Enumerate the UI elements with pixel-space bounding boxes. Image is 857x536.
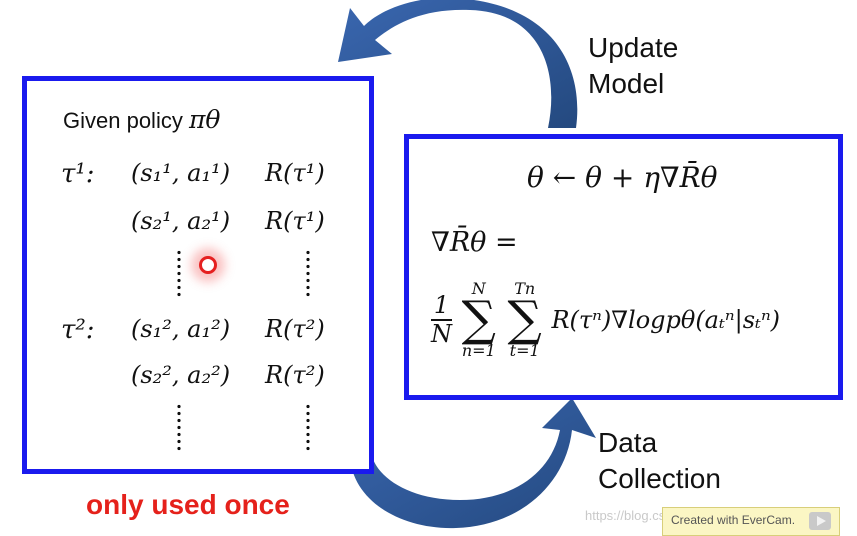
fraction: 1 N: [431, 292, 452, 347]
data-collection-label: Data Collection: [598, 425, 721, 498]
trajectory-1-label: τ¹:: [61, 159, 95, 189]
update-label-line1: Update: [588, 32, 679, 63]
inner-sum-top: Tn: [514, 279, 536, 298]
outer-sum-top: N: [471, 279, 486, 298]
evercam-badge-text: Created with EverCam.: [671, 513, 796, 527]
update-rule: θ ← θ + η∇R̄θ: [527, 161, 718, 194]
vertical-ellipsis: [306, 403, 310, 453]
state-action-pair: (s₁¹, a₁¹): [131, 159, 231, 187]
only-used-once-warning: only used once: [86, 489, 290, 520]
gradient-lhs: ∇R̄θ =: [431, 227, 518, 258]
inner-sum-sigma: ∑: [507, 291, 542, 347]
outer-sum-bottom: n=1: [461, 340, 496, 360]
update-label-line2: Model: [588, 68, 665, 100]
data-collection-arrow: [350, 398, 596, 529]
given-policy-text: Given policy: [63, 108, 189, 133]
policy-symbol: πθ: [188, 105, 221, 134]
inner-sum: Tn ∑ t=1: [508, 281, 542, 359]
model-update-box: θ ← θ + η∇R̄θ ∇R̄θ = 1 N N ∑ n=1 Tn ∑ t=…: [404, 134, 843, 400]
outer-sum-sigma: ∑: [461, 291, 496, 347]
vertical-ellipsis: [177, 403, 181, 453]
given-policy-heading: Given policy πθ: [63, 105, 220, 134]
trajectory-reward: R(τ²): [265, 361, 325, 389]
trajectory-reward: R(τ¹): [265, 159, 325, 187]
trajectory-2-label: τ²:: [61, 315, 95, 345]
summand: R(τⁿ)∇logpθ(aₜⁿ|sₜⁿ): [551, 305, 781, 334]
outer-sum: N ∑ n=1: [462, 281, 496, 359]
trajectory-reward: R(τ¹): [265, 207, 325, 235]
data-label-line1: Data: [598, 427, 658, 458]
inner-sum-bottom: t=1: [509, 340, 540, 360]
cursor-highlight-icon: [199, 256, 217, 274]
update-model-label: Update Model: [588, 30, 678, 103]
play-icon[interactable]: [809, 512, 831, 530]
update-model-arrow: [338, 0, 578, 128]
fraction-numerator: 1: [431, 292, 452, 321]
data-label-line2: Collection: [598, 463, 721, 495]
state-action-pair: (s₁², a₁²): [131, 315, 231, 343]
trajectory-reward: R(τ²): [265, 315, 325, 343]
gradient-rhs: 1 N N ∑ n=1 Tn ∑ t=1 R(τⁿ)∇logpθ(aₜⁿ|sₜⁿ…: [431, 281, 780, 359]
fraction-denominator: N: [431, 319, 452, 348]
state-action-pair: (s₂¹, a₂¹): [131, 207, 231, 235]
state-action-pair: (s₂², a₂²): [131, 361, 231, 389]
evercam-badge[interactable]: Created with EverCam.: [662, 507, 840, 536]
trajectory-sample-box: Given policy πθ τ¹: (s₁¹, a₁¹) R(τ¹) (s₂…: [22, 76, 374, 474]
vertical-ellipsis: [177, 249, 181, 299]
vertical-ellipsis: [306, 249, 310, 299]
